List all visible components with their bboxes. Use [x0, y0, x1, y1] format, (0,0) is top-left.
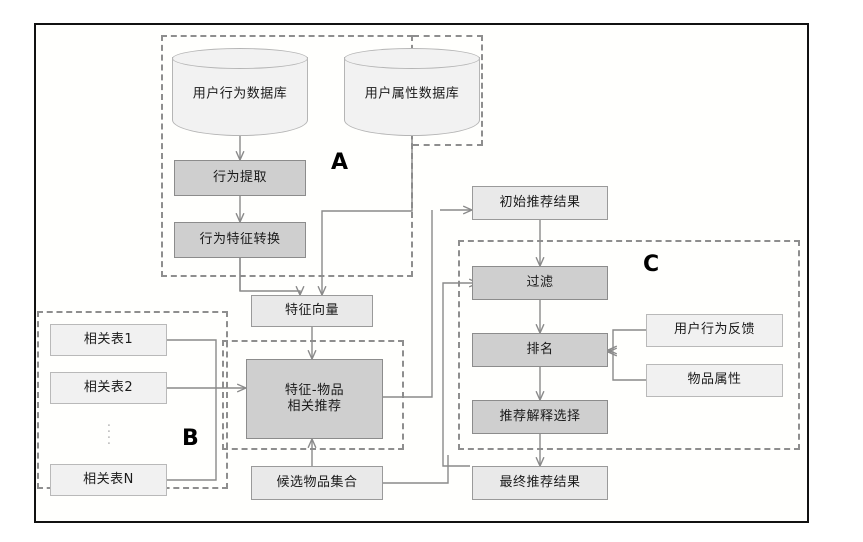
- node-candidate-item-set[interactable]: 候选物品集合: [251, 466, 383, 500]
- node-ranking[interactable]: 排名: [472, 333, 608, 367]
- node-relation-table-1[interactable]: 相关表1: [50, 324, 167, 356]
- node-feature-vector[interactable]: 特征向量: [251, 295, 373, 327]
- node-initial-result[interactable]: 初始推荐结果: [472, 186, 608, 220]
- database-user-behavior-label: 用户行为数据库: [192, 86, 288, 102]
- node-relation-table-n[interactable]: 相关表N: [50, 464, 167, 496]
- node-explanation-select[interactable]: 推荐解释选择: [472, 400, 608, 434]
- node-item-attribute[interactable]: 物品属性: [646, 364, 783, 397]
- cylinder-body: [344, 57, 480, 136]
- cylinder-body: [172, 57, 308, 136]
- node-filter[interactable]: 过滤: [472, 266, 608, 300]
- cylinder-top: [172, 48, 308, 69]
- database-user-behavior: 用户行为数据库: [172, 48, 308, 136]
- group-label-b: B: [182, 426, 199, 451]
- node-relation-table-2[interactable]: 相关表2: [50, 372, 167, 404]
- group-box-a-extension: [413, 35, 483, 146]
- node-feature-item-recommend[interactable]: 特征-物品 相关推荐: [246, 359, 383, 439]
- relation-table-ellipsis: ....: [106, 415, 112, 448]
- node-final-result[interactable]: 最终推荐结果: [472, 466, 608, 500]
- group-label-a: A: [331, 150, 349, 175]
- node-behavior-feature-transform[interactable]: 行为特征转换: [174, 222, 306, 258]
- database-user-attribute-label: 用户属性数据库: [364, 86, 460, 102]
- group-label-c: C: [643, 252, 660, 277]
- node-behavior-extract[interactable]: 行为提取: [174, 160, 306, 196]
- node-user-behavior-feedback[interactable]: 用户行为反馈: [646, 314, 783, 347]
- cylinder-top: [344, 48, 480, 69]
- database-user-attribute: 用户属性数据库: [344, 48, 480, 136]
